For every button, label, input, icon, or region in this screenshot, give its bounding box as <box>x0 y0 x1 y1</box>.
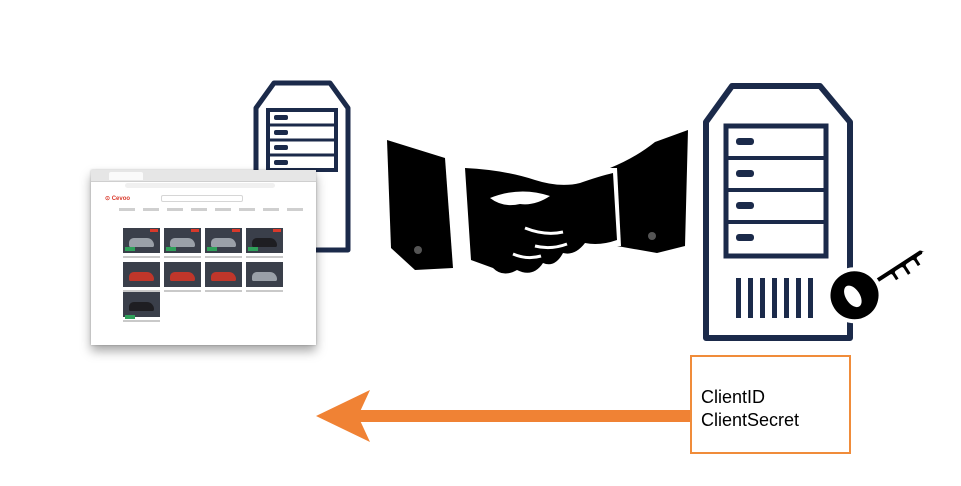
car-card <box>205 262 242 287</box>
address-bar <box>125 183 275 188</box>
car-card <box>246 262 283 287</box>
handshake-icon <box>387 130 688 274</box>
client-id-label: ClientID <box>701 387 766 407</box>
app-screenshot: ⊙ Cevoo <box>91 170 316 345</box>
car-card <box>123 262 160 287</box>
client-secret-label: ClientSecret <box>701 410 800 430</box>
credentials-box: ClientID ClientSecret <box>690 355 851 454</box>
arrow-left-icon <box>316 390 690 442</box>
car-card <box>123 292 160 317</box>
browser-chrome <box>91 170 316 182</box>
app-search-bar <box>161 195 243 202</box>
key-icon <box>826 246 927 324</box>
car-card <box>164 262 201 287</box>
app-logo: ⊙ Cevoo <box>105 196 131 202</box>
filter-row <box>119 208 304 211</box>
server-icon <box>703 83 853 341</box>
